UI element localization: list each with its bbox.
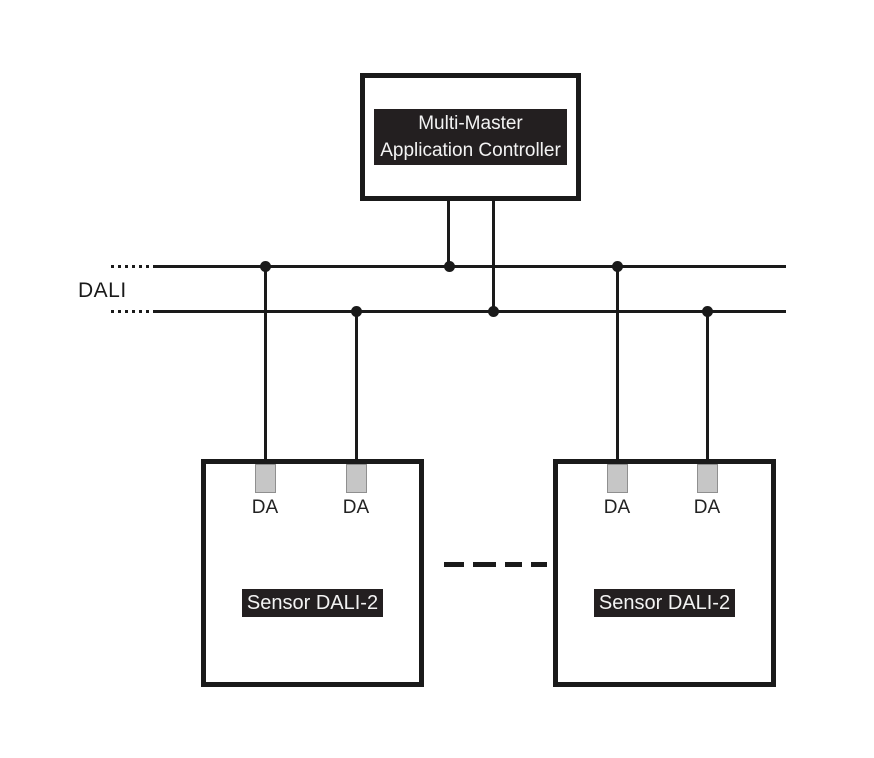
junction-dot bbox=[612, 261, 623, 272]
sensor2-terminal2-label: DA bbox=[693, 497, 721, 518]
sensor2-box bbox=[553, 459, 776, 687]
junction-dot bbox=[260, 261, 271, 272]
controller-label-line1: Multi-Master bbox=[418, 113, 523, 134]
sensor2-terminal1 bbox=[607, 464, 628, 493]
sensor1-terminal2-wire bbox=[355, 311, 358, 464]
sensor2-label: Sensor DALI-2 bbox=[593, 589, 736, 617]
sensor2-terminal2-wire bbox=[706, 311, 709, 464]
sensor2-label-wrap: Sensor DALI-2 bbox=[553, 589, 776, 617]
junction-dot bbox=[702, 306, 713, 317]
controller-box: Multi-Master Application Controller bbox=[360, 73, 581, 201]
sensor2-terminal2 bbox=[697, 464, 718, 493]
sensor2-terminal1-label: DA bbox=[603, 497, 631, 518]
sensor1-terminal2-label: DA bbox=[342, 497, 370, 518]
bus-bottom-line bbox=[156, 310, 786, 313]
bus-bottom-dotted-end bbox=[111, 310, 156, 313]
bus-label: DALI bbox=[78, 279, 127, 302]
controller-label: Multi-Master Application Controller bbox=[374, 109, 567, 165]
junction-dot bbox=[444, 261, 455, 272]
controller-drop-wire-2 bbox=[492, 200, 495, 312]
sensor2-terminal1-wire bbox=[616, 266, 619, 464]
bus-top-line bbox=[156, 265, 786, 268]
sensor1-label: Sensor DALI-2 bbox=[241, 589, 384, 617]
sensor1-label-wrap: Sensor DALI-2 bbox=[201, 589, 424, 617]
sensor1-terminal2 bbox=[346, 464, 367, 493]
controller-label-line2: Application Controller bbox=[380, 140, 561, 161]
junction-dot bbox=[351, 306, 362, 317]
controller-drop-wire-1 bbox=[447, 200, 450, 267]
sensor1-terminal1 bbox=[255, 464, 276, 493]
sensor1-box bbox=[201, 459, 424, 687]
bus-top-dotted-end bbox=[111, 265, 156, 268]
ellipsis-dashes bbox=[444, 562, 547, 567]
junction-dot bbox=[488, 306, 499, 317]
sensor1-terminal1-label: DA bbox=[251, 497, 279, 518]
sensor1-terminal1-wire bbox=[264, 266, 267, 464]
